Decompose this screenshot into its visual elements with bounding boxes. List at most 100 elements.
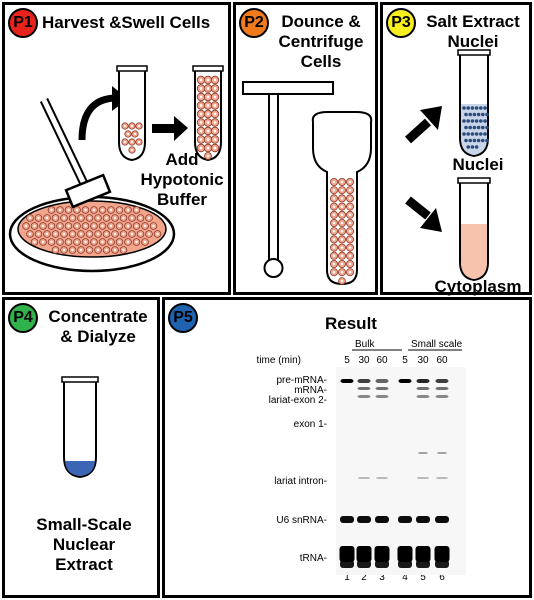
- cell-nucleus: [88, 232, 91, 236]
- nucleus-dot: [466, 106, 470, 110]
- nucleus-dot: [481, 125, 485, 130]
- cell-nucleus: [101, 240, 104, 244]
- time-label: 30: [417, 355, 429, 366]
- panel-dounce-centrifuge: P2 Dounce & Centrifuge Cells: [233, 2, 378, 295]
- cell-nucleus: [340, 246, 344, 249]
- cell-nucleus: [213, 121, 217, 124]
- cell-nucleus: [92, 224, 96, 228]
- cell-nucleus: [45, 232, 49, 236]
- gel-band: [398, 379, 412, 383]
- cell-nucleus: [143, 240, 147, 244]
- cell-nucleus: [109, 208, 113, 212]
- cell-nucleus: [37, 232, 40, 236]
- panel-title-p4: Concentrate & Dialyze: [39, 307, 157, 347]
- cell-nucleus: [332, 180, 336, 184]
- cell-nucleus: [105, 248, 108, 252]
- cell-nucleus: [199, 78, 203, 82]
- cell-nucleus: [340, 279, 344, 283]
- panel-concentrate-dialyze: P4 Concentrate & Dialyze Small-Scale Nuc…: [2, 297, 160, 598]
- cell-nucleus: [340, 197, 344, 200]
- cell-nucleus: [79, 248, 83, 252]
- cell-nucleus: [75, 224, 79, 228]
- lane-number: 3: [379, 572, 385, 583]
- cell-nucleus: [152, 224, 155, 228]
- cell-nucleus: [62, 232, 66, 236]
- nucleus-dot: [476, 125, 481, 130]
- cell-nucleus: [67, 208, 70, 212]
- cell-nucleus: [54, 232, 57, 236]
- cell-nucleus: [126, 240, 130, 244]
- cell-nucleus: [340, 229, 344, 233]
- cell-nucleus: [340, 221, 344, 225]
- cell-nucleus: [332, 221, 336, 225]
- cell-nucleus: [199, 112, 203, 116]
- gel-band: [340, 379, 354, 383]
- cell-nucleus: [84, 224, 87, 228]
- nucleus-dot: [472, 112, 477, 117]
- band-label: exon 1-: [293, 419, 327, 430]
- gel-band: [357, 560, 371, 568]
- cell-nucleus: [79, 232, 83, 236]
- cell-nucleus: [50, 240, 53, 244]
- cell-nucleus: [332, 246, 336, 249]
- panel-salt-extract: P3 Salt Extract Nuclei Nuclei Cytoplasm: [380, 2, 532, 296]
- gel-band: [374, 546, 390, 562]
- band-label: tRNA-: [299, 553, 327, 564]
- gel-band: [417, 477, 429, 479]
- gel-band: [435, 395, 449, 398]
- cell-nucleus: [50, 208, 53, 212]
- cell-nucleus: [199, 87, 203, 90]
- gel-band: [398, 560, 412, 568]
- cell-nucleus: [206, 104, 210, 107]
- panel-result: P5 Result Bulk Small scale time (min) pr…: [162, 297, 532, 598]
- band-label: lariat-exon 2-: [268, 395, 327, 406]
- label-line: Small-Scale: [36, 515, 132, 534]
- gel-band: [435, 560, 449, 568]
- cell-nucleus: [84, 208, 87, 212]
- nucleus-dot: [485, 138, 489, 143]
- nucleus-dot: [464, 125, 468, 130]
- cell-nucleus: [213, 78, 217, 82]
- cell-nucleus: [348, 180, 352, 184]
- cell-nucleus: [199, 138, 203, 141]
- gel-band: [416, 379, 430, 383]
- nucleus-dot: [474, 119, 479, 123]
- title-line: Dounce &: [281, 12, 361, 31]
- cell-nucleus: [147, 216, 151, 220]
- time-label: 60: [436, 355, 448, 366]
- cell-nucleus: [122, 216, 125, 220]
- cell-nucleus: [147, 232, 151, 236]
- cell-nucleus: [348, 213, 352, 217]
- cell-nucleus: [50, 224, 53, 228]
- title-line: Centrifuge: [278, 32, 364, 51]
- nucleus-dot: [468, 138, 472, 143]
- cell-nucleus: [88, 216, 91, 220]
- title-line: Concentrate: [48, 307, 148, 326]
- cell-nucleus: [118, 208, 121, 212]
- cell-nucleus: [123, 124, 127, 128]
- cell-nucleus: [340, 213, 344, 217]
- cell-nucleus: [213, 104, 217, 107]
- cell-nucleus: [348, 188, 352, 192]
- cell-nucleus: [58, 240, 62, 244]
- nucleus-dot: [474, 145, 479, 149]
- gel-band: [435, 379, 449, 383]
- time-label: 5: [344, 355, 350, 366]
- cell-nucleus: [58, 224, 62, 228]
- cell-nucleus: [199, 121, 203, 124]
- nucleus-dot: [476, 112, 481, 117]
- nucleus-dot: [466, 119, 470, 123]
- cell-nucleus: [96, 248, 100, 252]
- cell-nucleus: [33, 240, 36, 244]
- panel-title-p2: Dounce & Centrifuge Cells: [266, 12, 376, 72]
- nucleus-dot: [476, 138, 481, 143]
- extract-tube-illustration: [61, 376, 99, 479]
- cell-nucleus: [340, 180, 344, 184]
- nucleus-dot: [468, 125, 472, 130]
- nucleus-dot: [479, 106, 483, 110]
- small-scale-extract-label: Small-Scale Nuclear Extract: [9, 515, 159, 575]
- cell-nucleus: [206, 78, 210, 82]
- cell-nucleus: [332, 213, 336, 217]
- cell-nucleus: [199, 146, 203, 150]
- band-label: pre-mRNA-: [276, 375, 327, 386]
